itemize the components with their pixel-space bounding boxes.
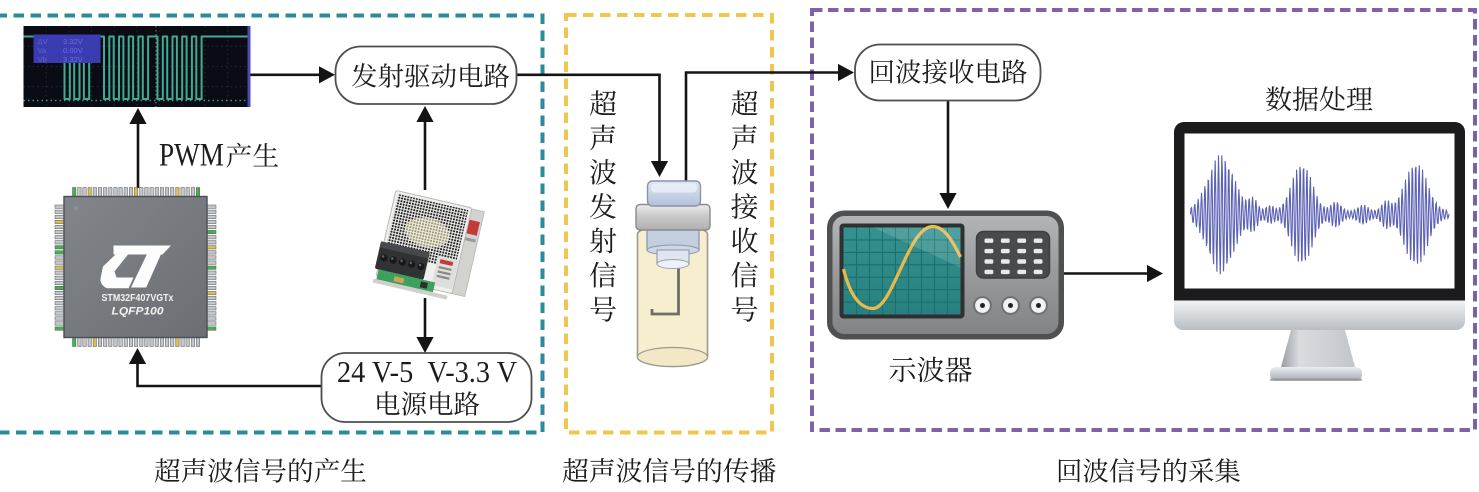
svg-text:0.00V: 0.00V: [63, 46, 84, 55]
svg-text:3.32V: 3.32V: [63, 55, 84, 64]
svg-text:LQFP100: LQFP100: [112, 306, 165, 318]
svg-text:ΔV: ΔV: [38, 37, 49, 46]
svg-text:3.32V: 3.32V: [63, 37, 84, 46]
svg-text:Va: Va: [38, 46, 48, 55]
svg-text:PWM: PWM: [159, 138, 224, 174]
svg-text:24 V-5 V-3.3 V: 24 V-5 V-3.3 V: [337, 354, 518, 389]
svg-text:Vb: Vb: [38, 55, 47, 64]
svg-text:STM32F407VGTx: STM32F407VGTx: [102, 293, 174, 304]
